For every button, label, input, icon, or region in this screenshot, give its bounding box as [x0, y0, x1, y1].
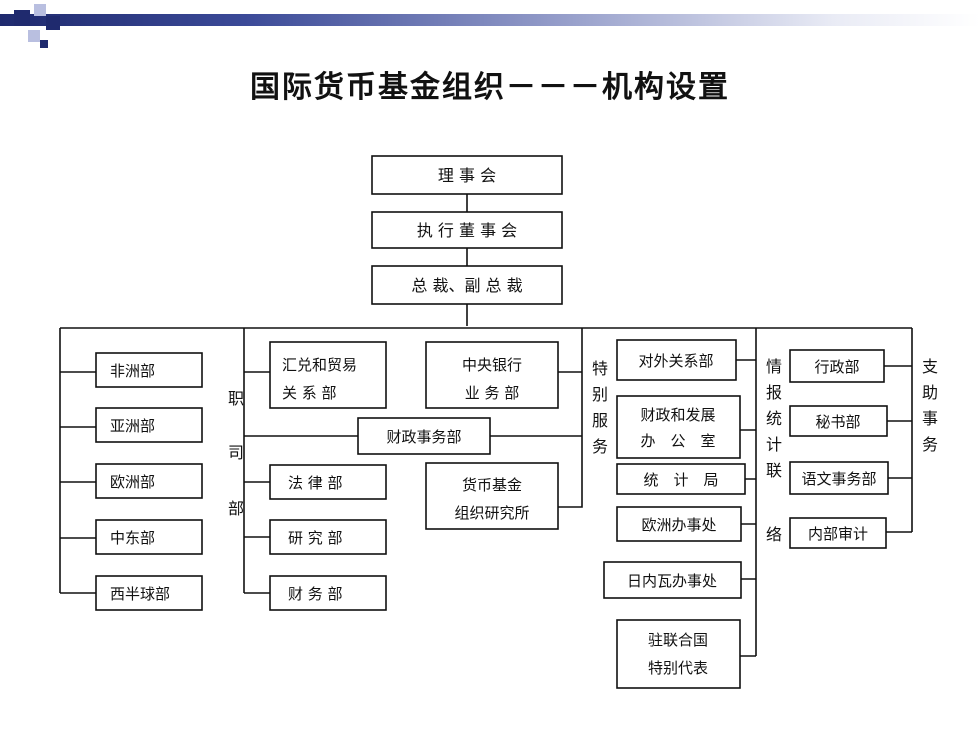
- geneva-office-label: 日内瓦办事处: [627, 572, 717, 590]
- un-representative-label: 驻联合国: [648, 631, 708, 649]
- research-label: 研 究 部: [288, 529, 343, 547]
- central-banking-box: [425, 341, 559, 409]
- language-services-box: [789, 461, 889, 495]
- un-representative-label: 特别代表: [648, 659, 708, 677]
- connector-lines: [59, 194, 913, 657]
- central-banking-label: 中央银行: [462, 356, 522, 374]
- info-liaison-label: 联: [766, 461, 782, 480]
- statistics-label: 统 计 局: [643, 471, 718, 489]
- area-dept-box: [95, 575, 203, 611]
- exchange-trade-box: [269, 341, 387, 409]
- area-dept-label: 欧洲部: [110, 473, 155, 491]
- executive-board-label: 执 行 董 事 会: [417, 221, 517, 240]
- board-of-governors-label: 理 事 会: [438, 166, 496, 185]
- area-dept-label: 中东部: [110, 529, 155, 547]
- area-dept-label: 西半球部: [110, 585, 170, 603]
- external-relations-box: [616, 339, 737, 381]
- info-liaison-label: 计: [766, 435, 782, 454]
- management-box: [371, 265, 563, 305]
- language-services-label: 语文事务部: [801, 470, 876, 488]
- fiscal-development-box: [616, 395, 741, 459]
- area-dept-label: 亚洲部: [110, 417, 155, 435]
- fiscal-development-label: 财政和发展: [640, 406, 715, 424]
- un-representative-box: [616, 619, 741, 689]
- info-liaison-label: 报: [766, 383, 782, 402]
- research-box: [269, 519, 387, 555]
- decor-square: [46, 16, 60, 30]
- area-dept-box: [95, 519, 203, 555]
- decor-square: [28, 30, 40, 42]
- fiscal-affairs-label: 财政事务部: [386, 428, 461, 446]
- treasurer-label: 财 务 部: [288, 585, 343, 603]
- fiscal-development-label: 办 公 室: [640, 432, 715, 450]
- treasurer-box: [269, 575, 387, 611]
- imf-institute-label: 货币基金: [462, 476, 522, 494]
- area-dept-box: [95, 463, 203, 499]
- internal-audit-label: 内部审计: [808, 525, 868, 543]
- management-label: 总 裁、副 总 裁: [411, 276, 522, 295]
- secretary-box: [789, 405, 888, 437]
- area-dept-label: 非洲部: [110, 362, 155, 380]
- central-banking-label: 业 务 部: [465, 384, 520, 402]
- decor-square: [40, 40, 48, 48]
- executive-board-box: [371, 211, 563, 249]
- support-services-label: 务: [922, 435, 938, 454]
- functional-group-label: 部: [228, 499, 244, 518]
- internal-audit-box: [789, 517, 887, 549]
- special-services-label: 别: [592, 385, 608, 404]
- decor-square: [34, 4, 46, 16]
- decor-square: [14, 10, 30, 26]
- support-services-label: 助: [922, 383, 938, 402]
- administration-label: 行政部: [814, 358, 859, 376]
- europe-office-label: 欧洲办事处: [641, 516, 716, 534]
- legal-box: [269, 464, 387, 500]
- legal-label: 法 律 部: [288, 474, 343, 492]
- fiscal-affairs-box: [357, 417, 491, 455]
- external-relations-label: 对外关系部: [638, 352, 713, 370]
- support-services-label: 支: [922, 357, 938, 376]
- info-liaison-label: 络: [766, 525, 782, 544]
- geneva-office-box: [603, 561, 742, 599]
- functional-group-label: 司: [228, 443, 244, 462]
- special-services-label: 务: [592, 437, 608, 456]
- special-services-label: 服: [592, 411, 608, 430]
- support-services-label: 事: [922, 409, 938, 428]
- board-of-governors-box: [371, 155, 563, 195]
- functional-group-label: 职: [228, 389, 244, 408]
- statistics-box: [616, 463, 746, 495]
- exchange-trade-label: 关 系 部: [282, 384, 337, 402]
- info-liaison-label: 统: [766, 409, 782, 428]
- exchange-trade-label: 汇兑和贸易: [282, 356, 357, 374]
- imf-institute-box: [425, 462, 559, 530]
- special-services-label: 特: [592, 359, 608, 378]
- info-liaison-label: 情: [766, 357, 782, 376]
- europe-office-box: [616, 506, 742, 542]
- area-dept-box: [95, 407, 203, 443]
- secretary-label: 秘书部: [815, 413, 860, 431]
- title-bar-gradient: [0, 14, 980, 26]
- area-dept-box: [95, 352, 203, 388]
- imf-institute-label: 组织研究所: [454, 504, 529, 522]
- administration-box: [789, 349, 885, 383]
- page-title: 国际货币基金组织－－－机构设置: [250, 70, 730, 105]
